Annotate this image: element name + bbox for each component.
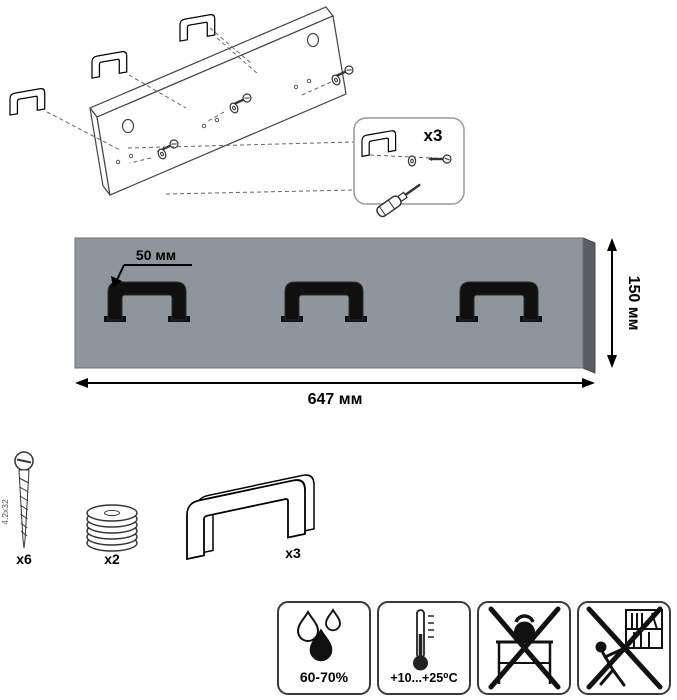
detail-callout: x3 [353,117,465,218]
screw-count-label: x6 [16,551,32,567]
height-dimension: 150 мм [607,238,642,368]
board-height-label: 150 мм [625,276,642,331]
care-pictograms: 60-70% +10...+25⁰C [277,601,671,695]
hook-offset-dimension: 50 мм [111,247,192,288]
screw-size-label: 4.2x32 [0,499,10,525]
thermometer-icon [413,609,434,671]
board-width-label: 647 мм [308,391,363,408]
no-climbing-box [577,601,671,695]
board-side-edge [582,237,596,374]
temperature-label: +10...+25⁰C [390,671,457,685]
washer-stack-icon [86,504,138,552]
screw-icon [14,451,34,549]
humidity-box: 60-70% [277,601,371,695]
prohibition-cross-icon [586,606,663,690]
hook-mini-icon [179,13,216,42]
hook-mini-icon [9,87,46,116]
no-heavy-load-box [477,601,571,695]
prohibition-cross-icon [488,606,561,690]
detail-count-label: x3 [424,126,443,145]
hook-mini-icon [91,50,128,79]
humidity-label: 60-70% [300,669,349,685]
washer-mini-icon [407,155,417,167]
hook [456,281,542,322]
hook [281,281,367,322]
assembly-leader-lines [46,27,355,195]
exploded-assembly-diagram: x3 [9,6,465,218]
hook [104,281,190,322]
hook-offset-label: 50 мм [136,247,176,263]
hardware-list: 4.2x32 x6 x2 x3 [0,451,315,567]
hook-count-label: x3 [285,545,301,561]
washer-count-label: x2 [104,551,120,567]
mounting-hole [306,32,320,48]
board-face [74,237,584,369]
temperature-box: +10...+25⁰C [377,601,471,695]
width-dimension: 647 мм [75,378,595,408]
assembled-board-view: 50 мм 647 мм 150 мм [74,237,642,408]
screwdriver-icon [376,183,421,218]
mounting-hole [121,118,135,134]
